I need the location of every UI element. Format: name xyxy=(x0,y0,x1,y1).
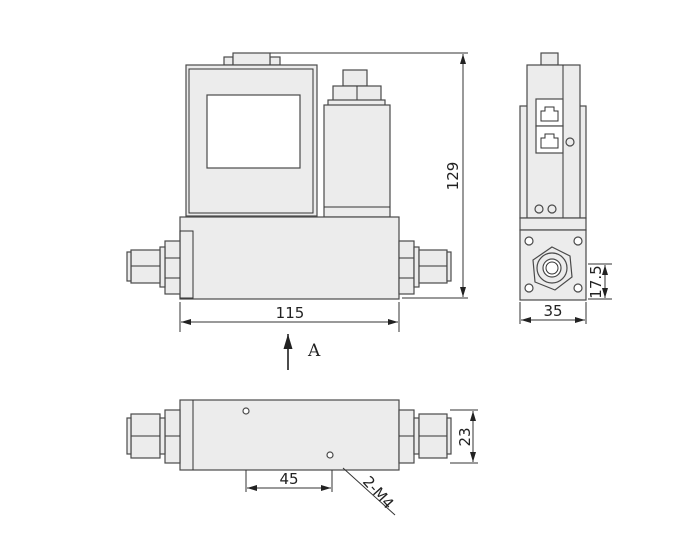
valve-body xyxy=(323,104,391,218)
mount-hole xyxy=(242,407,250,415)
view-label: A xyxy=(307,341,321,361)
dim-hole-spacing: 45 xyxy=(279,470,298,488)
side-view: 17.5 35 xyxy=(519,52,612,324)
dim-length: 115 xyxy=(276,304,305,322)
rj-port xyxy=(535,98,564,127)
dim-center-height: 17.5 xyxy=(587,265,605,298)
display-screen xyxy=(206,94,301,169)
thread-callout: 2-M4 xyxy=(359,473,397,513)
top-connector xyxy=(232,52,271,66)
base-block xyxy=(179,216,400,300)
bottom-block xyxy=(179,399,400,471)
dim-side-width: 35 xyxy=(543,302,562,320)
mount-hole xyxy=(326,451,334,459)
front-view: 129 115 A xyxy=(126,52,468,370)
dim-bottom-width: 23 xyxy=(456,427,474,446)
bottom-view: 23 45 2-M4 xyxy=(126,399,478,516)
dim-height: 129 xyxy=(444,162,462,191)
rj-port xyxy=(535,125,564,154)
